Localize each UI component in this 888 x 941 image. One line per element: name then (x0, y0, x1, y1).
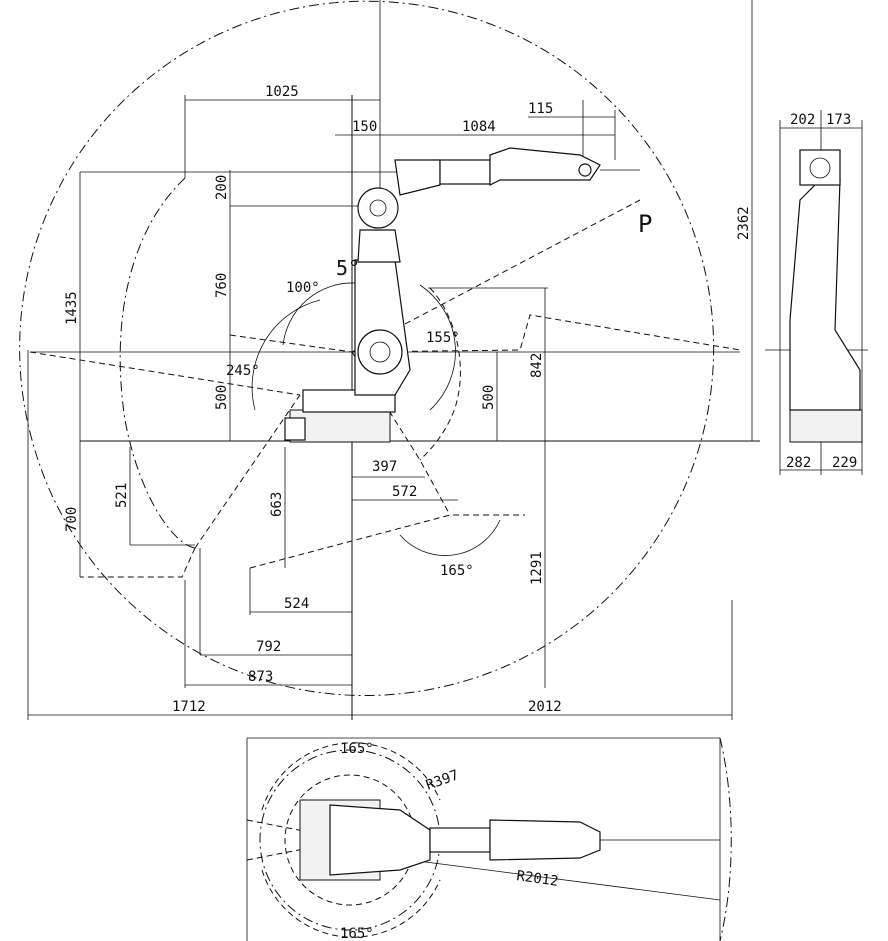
dim-1291: 1291 (529, 551, 545, 585)
dim-173: 173 (826, 112, 851, 128)
j3-joint-inner (369, 199, 387, 217)
robot-side (284, 147, 601, 443)
dim-1084: 1084 (462, 119, 496, 135)
dim-500-left: 500 (214, 385, 230, 410)
j2-joint-inner (369, 341, 391, 363)
reach-line-2 (351, 314, 741, 353)
reach-line-7 (229, 334, 353, 353)
reach-line-1 (29, 351, 301, 396)
dim-524: 524 (284, 596, 309, 612)
dim-2362: 2362 (736, 206, 752, 240)
arc-155 (419, 284, 456, 411)
dim-2012: 2012 (528, 699, 562, 715)
j3-housing (357, 229, 401, 263)
dim-760: 760 (214, 273, 230, 298)
dim-202: 202 (790, 112, 815, 128)
top-arc-165-upper (261, 742, 441, 811)
dim-282: 282 (786, 455, 811, 471)
j2-joint (357, 329, 403, 375)
dim-200: 200 (214, 175, 230, 200)
dim-792: 792 (256, 639, 281, 655)
arc-100 (282, 282, 356, 346)
forearm-tube (439, 159, 491, 185)
dim-700: 700 (64, 507, 80, 532)
base-plate (289, 409, 391, 443)
j3-joint (357, 187, 399, 229)
dim-873: 873 (248, 669, 273, 685)
top-r2012: R2012 (515, 868, 559, 890)
arc-165 (399, 519, 501, 556)
dim-150: 150 (352, 119, 377, 135)
end-view-body (789, 179, 861, 411)
end-view-joint (809, 157, 831, 179)
top-wrist (489, 819, 601, 861)
dim-572: 572 (392, 484, 417, 500)
dim-1712: 1712 (172, 699, 206, 715)
envelope-lower-left (80, 547, 196, 578)
base-connector (284, 417, 306, 441)
angle-155: 155° (426, 330, 460, 346)
top-forearm (429, 827, 491, 853)
dim-842: 842 (529, 353, 545, 378)
angle-100: 100° (286, 280, 320, 296)
top-reach-arc (719, 737, 732, 941)
end-view: 202 173 282 229 (765, 110, 868, 475)
dim-1025: 1025 (265, 84, 299, 100)
angle-165: 165° (440, 563, 474, 579)
top-arc-165-lower (261, 869, 441, 938)
angle-245: 245° (226, 363, 260, 379)
dim-115: 115 (528, 101, 553, 117)
top-r397: R397 (424, 767, 461, 794)
outer-reach-envelope (19, 0, 715, 697)
point-p-label: P (638, 210, 652, 238)
side-view: 1025 150 1084 115 200 760 1435 500 500 8… (19, 0, 760, 720)
arc-245 (251, 299, 321, 411)
angle-5: 5° (336, 256, 360, 280)
dim-521: 521 (114, 483, 130, 508)
top-angle-165-upper: 165° (340, 741, 374, 757)
dim-663: 663 (269, 492, 285, 517)
lower-arm (354, 259, 411, 396)
top-view: 165° 165° R397 R2012 (246, 737, 732, 941)
tool-point (578, 163, 592, 177)
wrist (489, 147, 601, 186)
forearm (394, 159, 441, 196)
dim-1435: 1435 (64, 291, 80, 325)
dim-229: 229 (832, 455, 857, 471)
inner-reach-envelope (119, 177, 196, 549)
end-view-base (789, 409, 863, 443)
end-view-wrist (799, 149, 841, 186)
reach-line-4 (194, 394, 301, 549)
dim-397: 397 (372, 459, 397, 475)
envelope-curve-right (419, 287, 461, 461)
top-angle-165-lower: 165° (340, 926, 374, 941)
top-body (329, 804, 431, 876)
dim-500-right: 500 (481, 385, 497, 410)
